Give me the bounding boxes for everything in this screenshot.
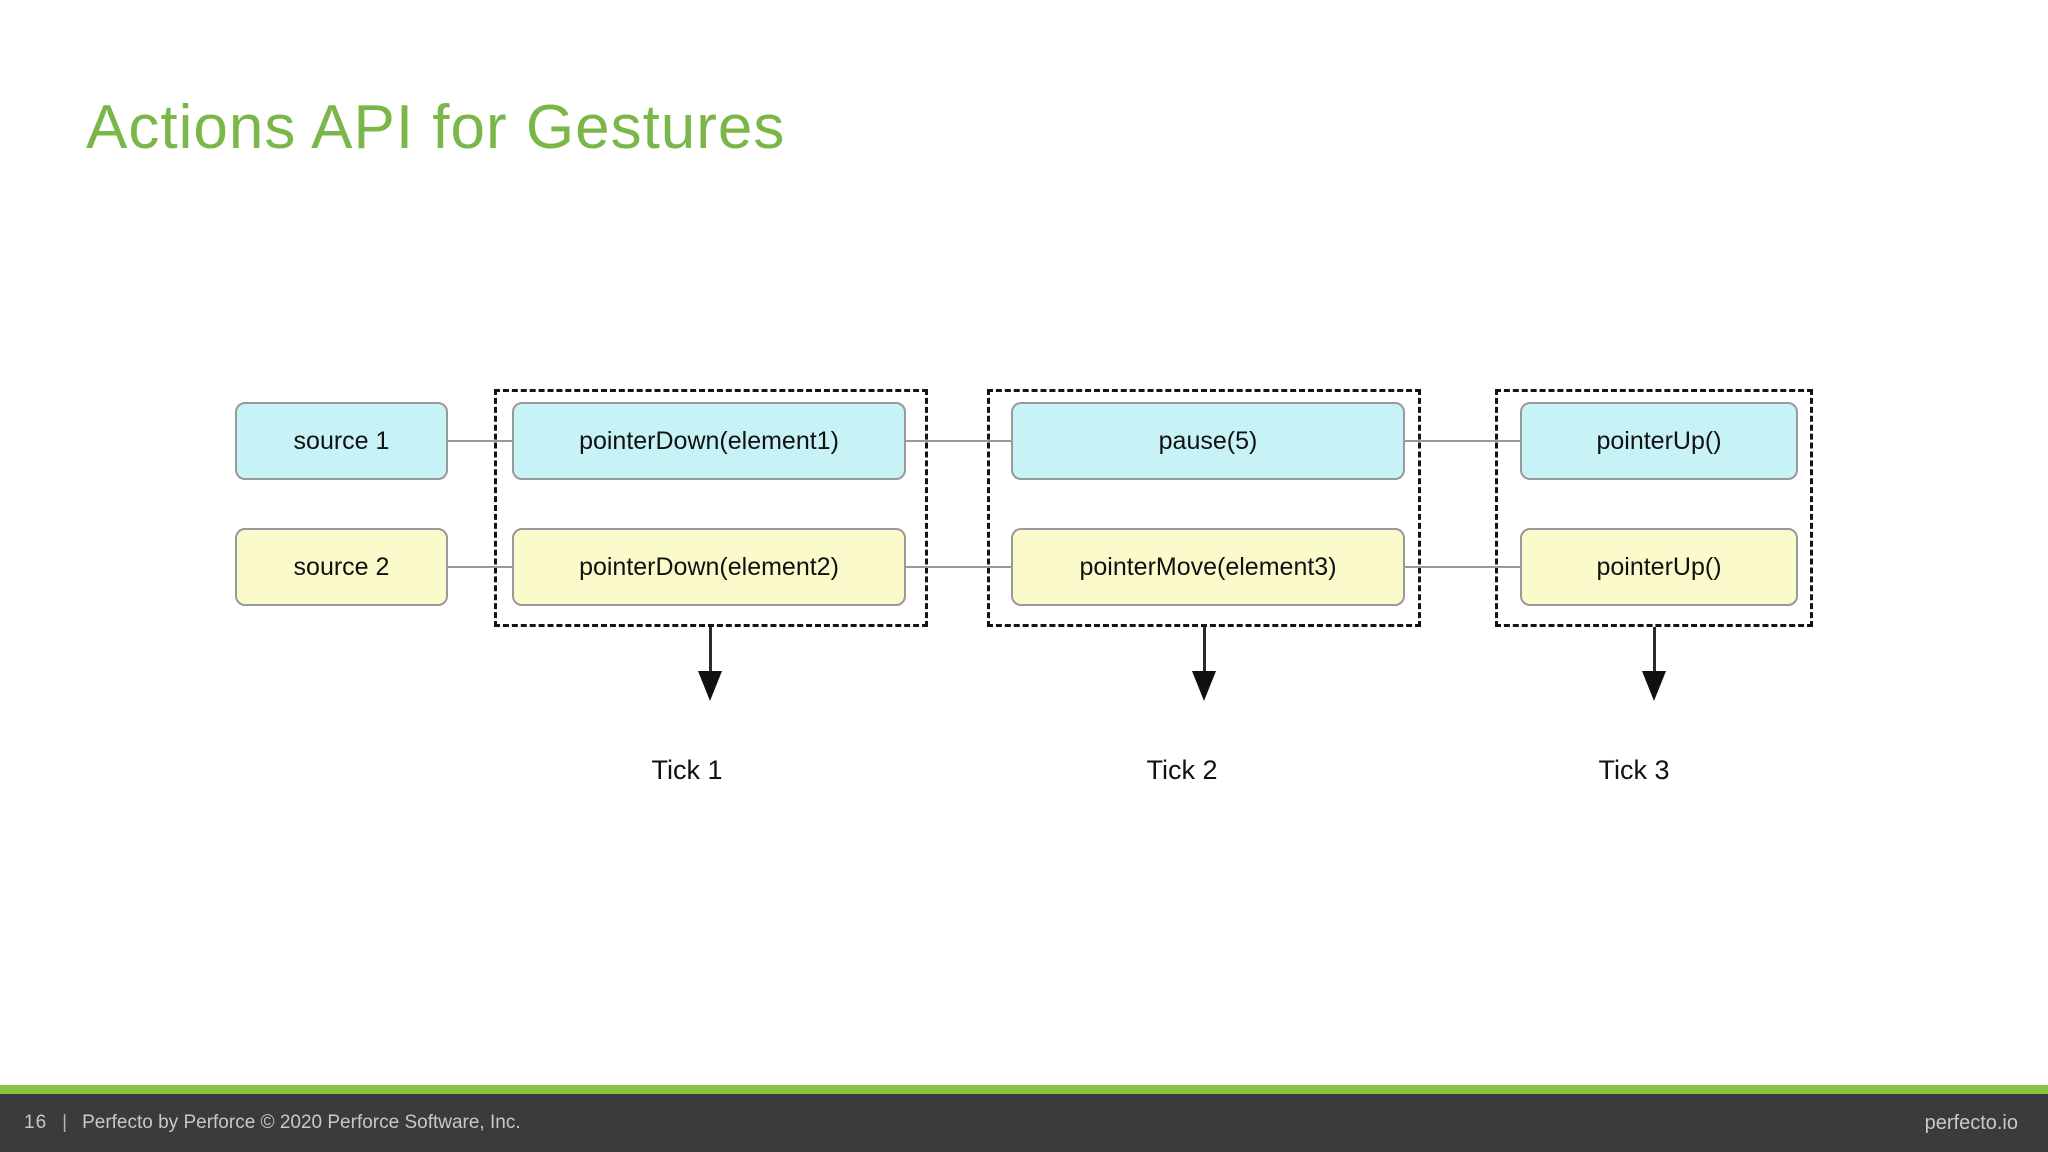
- connector-tick1-tick2-row1: [906, 440, 1011, 442]
- accent-bar: [0, 1085, 2048, 1094]
- tick3-label: Tick 3: [1598, 755, 1670, 785]
- tick2-source2-action-node: pointerMove(element3): [1011, 528, 1405, 606]
- slide-footer: 16 | Perfecto by Perforce © 2020 Perforc…: [0, 1094, 2048, 1152]
- connector-src1-tick1: [448, 440, 512, 442]
- tick3-arrow-stem: [1653, 627, 1656, 673]
- connector-src2-tick1: [448, 566, 512, 568]
- source1-node: source 1: [235, 402, 448, 480]
- website-link: perfecto.io: [1924, 1111, 2018, 1134]
- tick2-source1-action-node: pause(5): [1011, 402, 1405, 480]
- tick1-source1-action-node: pointerDown(element1): [512, 402, 906, 480]
- copyright-text: Perfecto by Perforce © 2020 Perforce Sof…: [82, 1112, 521, 1133]
- footer-left-group: 16 | Perfecto by Perforce © 2020 Perforc…: [24, 1112, 521, 1134]
- tick2-group: pause(5) pointerMove(element3): [987, 389, 1421, 627]
- tick1-arrow-icon: [698, 671, 722, 701]
- tick1-arrow-stem: [709, 627, 712, 673]
- page-number: 16: [24, 1112, 48, 1133]
- tick3-arrow-icon: [1642, 671, 1666, 701]
- tick2-label: Tick 2: [1146, 755, 1218, 785]
- tick2-arrow-stem: [1203, 627, 1206, 673]
- connector-tick2-tick3-row2: [1405, 566, 1520, 568]
- tick1-label: Tick 1: [651, 755, 723, 785]
- tick3-source2-action-node: pointerUp(): [1520, 528, 1798, 606]
- connector-tick2-tick3-row1: [1405, 440, 1520, 442]
- tick1-group: pointerDown(element1) pointerDown(elemen…: [494, 389, 928, 627]
- slide-title: Actions API for Gestures: [86, 93, 786, 162]
- tick2-arrow-icon: [1192, 671, 1216, 701]
- footer-separator: |: [62, 1112, 68, 1133]
- source2-node: source 2: [235, 528, 448, 606]
- tick3-group: pointerUp() pointerUp(): [1495, 389, 1813, 627]
- tick1-source2-action-node: pointerDown(element2): [512, 528, 906, 606]
- tick3-source1-action-node: pointerUp(): [1520, 402, 1798, 480]
- connector-tick1-tick2-row2: [906, 566, 1011, 568]
